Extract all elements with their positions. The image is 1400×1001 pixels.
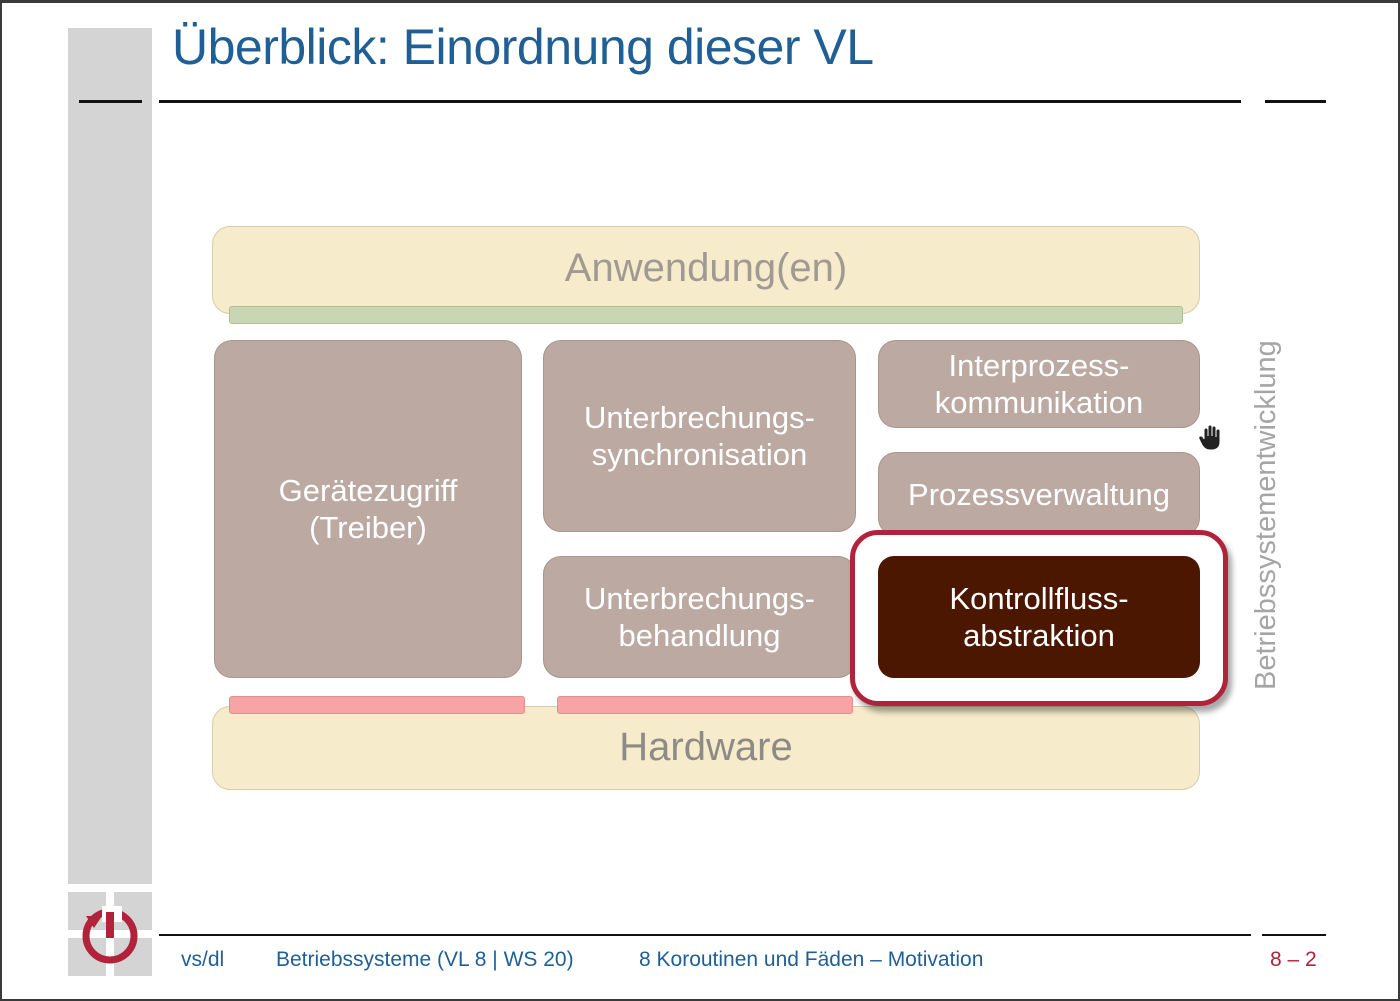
footer-rule-right xyxy=(1262,934,1326,936)
header-rule xyxy=(159,100,1241,103)
application-label: Anwendung(en) xyxy=(564,245,848,290)
process-mgmt-label: Prozessverwaltung xyxy=(908,476,1170,512)
interrupt-handling-box: Unterbrechungs- behandlung xyxy=(543,556,856,678)
application-interface-bar xyxy=(229,306,1183,324)
hardware-label: Hardware xyxy=(619,724,793,769)
slide-sidebar xyxy=(68,28,152,884)
process-mgmt-box: Prozessverwaltung xyxy=(878,452,1200,536)
footer-rule xyxy=(159,934,1251,936)
device-access-line-2: (Treiber) xyxy=(309,510,427,545)
application-layer: Anwendung(en) xyxy=(212,226,1200,314)
footer-author: vs/dl xyxy=(181,948,225,971)
interrupt-hw-bar xyxy=(557,696,853,714)
footer-chapter: 8 Koroutinen und Fäden – Motivation xyxy=(639,948,984,971)
interrupt-handling-line-1: Unterbrechungs- xyxy=(584,581,815,616)
university-logo-icon xyxy=(68,892,152,976)
slide-title: Überblick: Einordnung dieser VL xyxy=(172,19,874,75)
footer-page-number: 8 – 2 xyxy=(1270,948,1317,971)
control-flow-line-2: abstraktion xyxy=(963,618,1115,653)
interrupt-sync-line-2: synchronisation xyxy=(591,437,808,472)
interrupt-handling-line-2: behandlung xyxy=(618,618,781,653)
ipc-line-2: kommunikation xyxy=(934,385,1144,420)
device-access-box: Gerätezugriff (Treiber) xyxy=(214,340,522,678)
header-rule-left xyxy=(79,100,142,103)
control-flow-line-1: Kontrollfluss- xyxy=(949,581,1129,616)
device-access-line-1: Gerätezugriff xyxy=(278,473,458,508)
interrupt-sync-line-1: Unterbrechungs- xyxy=(584,400,815,435)
driver-hw-bar xyxy=(229,696,525,714)
vertical-section-label: Betriebssystementwicklung xyxy=(1250,340,1282,690)
hardware-layer: Hardware xyxy=(212,706,1200,790)
ipc-box: Interprozess- kommunikation xyxy=(878,340,1200,428)
control-flow-box: Kontrollfluss- abstraktion xyxy=(878,556,1200,678)
ipc-line-1: Interprozess- xyxy=(948,348,1130,383)
hand-cursor-icon xyxy=(1198,424,1221,451)
footer-course: Betriebssysteme (VL 8 | WS 20) xyxy=(276,948,574,971)
header-rule-right xyxy=(1265,100,1326,103)
interrupt-sync-box: Unterbrechungs- synchronisation xyxy=(543,340,856,532)
